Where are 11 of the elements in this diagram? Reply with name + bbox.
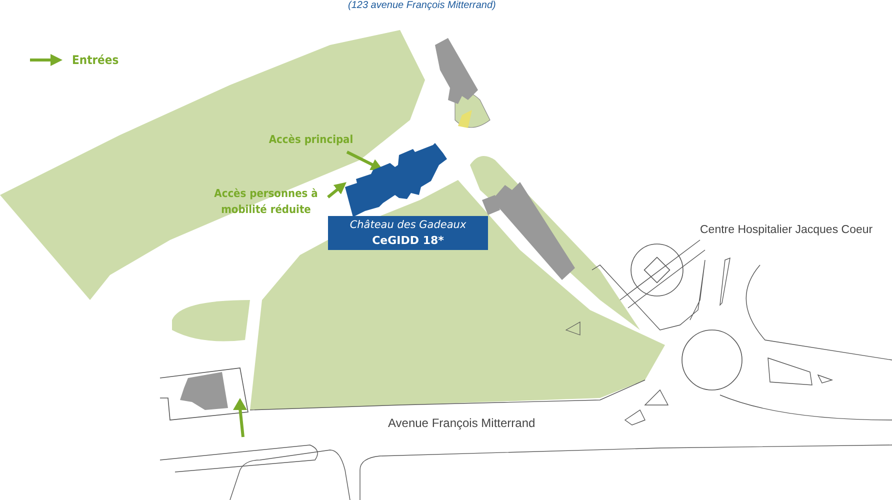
arrow xyxy=(346,150,384,170)
access-label: Accès principal xyxy=(266,132,356,148)
legend-label: Entrées xyxy=(72,52,119,68)
building-name: Château des Gadeaux xyxy=(348,218,468,233)
street-label: Avenue François Mitterrand xyxy=(388,416,536,430)
address-text: (123 avenue François Mitterrand) xyxy=(348,0,496,11)
access-label: Accès personnes à mobilité réduite xyxy=(206,186,326,218)
name-panel xyxy=(328,216,488,250)
arrow xyxy=(327,182,346,198)
place-label: Centre Hospitalier Jacques Coeur xyxy=(700,224,873,236)
building-subtitle: CeGIDD 18* xyxy=(371,233,445,248)
